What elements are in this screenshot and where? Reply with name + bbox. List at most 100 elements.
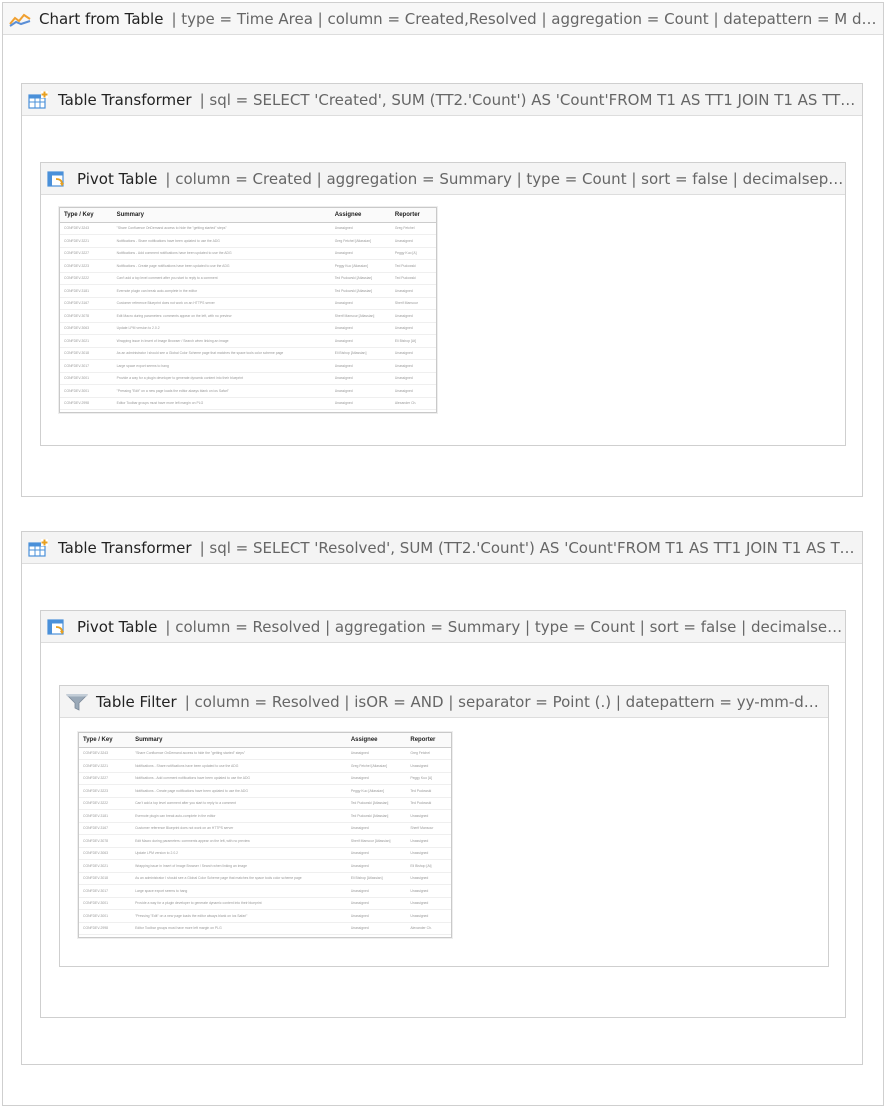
table-cell: As an administrator I should see a Globa… <box>112 347 331 360</box>
table-cell[interactable]: CONFDEV-3243 <box>79 747 132 760</box>
chart-from-table-header[interactable]: Chart from Table | type = Time Area | co… <box>3 3 883 35</box>
macro-params: | sql = SELECT 'Created', SUM (TT2.'Coun… <box>199 90 862 109</box>
table-cell[interactable]: CONFDEV-2998 <box>79 922 132 935</box>
table-cell[interactable]: CONFDEV-3167 <box>60 297 113 310</box>
table-cell: Unassigned <box>346 822 407 835</box>
table-cell: Unassigned <box>390 234 436 248</box>
table-cell: Unassigned <box>346 859 407 873</box>
table-cell: Unassigned <box>330 359 391 373</box>
pivot-table-header-1[interactable]: Pivot Table | column = Created | aggrega… <box>41 163 845 195</box>
table-cell[interactable]: CONFDEV-3078 <box>60 309 113 323</box>
table-cell: Sherif Mansour [Atlassian] <box>346 834 407 848</box>
table-cell: Unassigned <box>346 747 407 760</box>
table-cell[interactable]: CONFDEV-3018 <box>60 347 113 360</box>
table-cell: Unassigned <box>346 772 407 785</box>
table-cell: Alexander Ch. <box>406 922 451 935</box>
table-cell: Eli Bishop [Atlassian] <box>330 347 391 360</box>
table-cell: Unassigned <box>406 759 451 773</box>
pivot-table-macro-1[interactable]: Pivot Table | column = Created | aggrega… <box>40 162 846 446</box>
table-cell: Customer reference Blueprint does not wo… <box>112 297 331 310</box>
table-transformer-header-1[interactable]: Table Transformer | sql = SELECT 'Create… <box>22 84 862 116</box>
table-cell[interactable]: CONFDEV-3017 <box>79 884 132 898</box>
table-cell[interactable]: CONFDEV-3001 <box>79 909 132 923</box>
macro-title: Table Filter <box>96 692 177 711</box>
table-cell[interactable]: CONFDEV-3223 <box>60 259 113 273</box>
table-cell: Unassigned <box>330 222 391 235</box>
table-filter-macro[interactable]: Table Filter | column = Resolved | isOR … <box>59 685 829 967</box>
table-cell[interactable]: CONFDEV-3063 <box>60 322 113 335</box>
table-transformer-macro-2[interactable]: Table Transformer | sql = SELECT 'Resolv… <box>21 531 863 1065</box>
table-cell: Peggy Kuo [Atlassian] <box>330 259 391 273</box>
table-cell: Peggy Kuo [A] <box>390 247 436 260</box>
table-cell[interactable]: CONFDEV-2998 <box>60 397 113 410</box>
table-cell: "Share Confluence OnDemand access to hid… <box>131 747 347 760</box>
table-cell: Greg Fetchel [Atlassian] <box>330 234 391 248</box>
pivot-table-macro-2[interactable]: Pivot Table | column = Resolved | aggreg… <box>40 610 846 1018</box>
table-cell[interactable]: CONFDEV-3222 <box>60 272 113 285</box>
column-header[interactable]: Summary <box>131 733 347 748</box>
table-cell[interactable]: CONFDEV-3181 <box>60 284 113 298</box>
table-cell: Ted Pudowski <box>390 272 436 285</box>
table-cell: Ted Pudowski <box>406 797 451 810</box>
table-cell[interactable]: CONFDEV-3078 <box>79 834 132 848</box>
table-cell[interactable]: CONFDEV-2991 <box>79 934 132 937</box>
table-cell[interactable]: CONFDEV-3018 <box>79 872 132 885</box>
table-cell[interactable]: CONFDEV-3021 <box>60 334 113 348</box>
column-header[interactable]: Type / Key <box>79 733 132 748</box>
table-cell: Notifications - Add comment notification… <box>131 772 347 785</box>
table-cell[interactable]: CONFDEV-3017 <box>60 359 113 373</box>
table-cell[interactable]: CONFDEV-2991 <box>60 409 113 412</box>
macro-params: | column = Resolved | aggregation = Summ… <box>165 617 845 636</box>
table-cell[interactable]: CONFDEV-3001 <box>60 384 113 398</box>
table-cell: Edit Macro during parameters: comments a… <box>112 309 331 323</box>
column-header[interactable]: Type / Key <box>60 208 113 223</box>
table-cell[interactable]: CONFDEV-3243 <box>60 222 113 235</box>
table-row: CONFDEV-2991Dashboard space list view: n… <box>60 409 436 412</box>
table-transformer-macro-1[interactable]: Table Transformer | sql = SELECT 'Create… <box>21 83 863 497</box>
table-cell: Sherif Mansour <box>406 822 451 835</box>
table-cell: Update LPM version to 2.0.2 <box>112 322 331 335</box>
table-cell: Unassigned <box>346 897 407 910</box>
pivot-table-header-2[interactable]: Pivot Table | column = Resolved | aggreg… <box>41 611 845 643</box>
column-header[interactable]: Reporter <box>390 208 436 223</box>
table-transformer-header-2[interactable]: Table Transformer | sql = SELECT 'Resolv… <box>22 532 862 564</box>
column-header[interactable]: Assignee <box>330 208 391 223</box>
table-cell[interactable]: CONFDEV-3227 <box>60 247 113 260</box>
table-cell: "Pressing "Edit" on a new page loads the… <box>112 384 331 398</box>
column-header[interactable]: Assignee <box>346 733 407 748</box>
table-cell: Unassigned <box>390 347 436 360</box>
table-cell[interactable]: CONFDEV-3222 <box>79 797 132 810</box>
table-cell[interactable]: CONFDEV-3001 <box>60 372 113 385</box>
column-header[interactable]: Summary <box>112 208 331 223</box>
table-cell[interactable]: CONFDEV-3221 <box>60 234 113 248</box>
table-cell[interactable]: CONFDEV-3221 <box>79 759 132 773</box>
table-cell[interactable]: CONFDEV-3001 <box>79 897 132 910</box>
table-cell: Editor Toolbar groups must have more lef… <box>112 397 331 410</box>
table-cell[interactable]: CONFDEV-3227 <box>79 772 132 785</box>
table-cell: Unassigned <box>330 372 391 385</box>
table-cell: Notifications - Share notifications have… <box>131 759 347 773</box>
table-cell: Ted Pudowski [Atlassian] <box>330 284 391 298</box>
table-cell[interactable]: CONFDEV-3021 <box>79 859 132 873</box>
table-add-icon <box>28 538 50 557</box>
table-filter-header[interactable]: Table Filter | column = Resolved | isOR … <box>60 686 828 718</box>
table-cell: Eli Bishop [At] <box>390 334 436 348</box>
table-cell[interactable]: CONFDEV-3223 <box>79 784 132 798</box>
table-row: CONFDEV-3001"Pressing "Edit" on a new pa… <box>60 384 436 398</box>
macro-title: Table Transformer <box>58 538 192 557</box>
table-cell[interactable]: CONFDEV-3167 <box>79 822 132 835</box>
table-cell[interactable]: CONFDEV-3063 <box>79 847 132 860</box>
macro-params: | sql = SELECT 'Resolved', SUM (TT2.'Cou… <box>199 538 862 557</box>
table-cell[interactable]: CONFDEV-3181 <box>79 809 132 823</box>
column-header[interactable]: Reporter <box>406 733 451 748</box>
